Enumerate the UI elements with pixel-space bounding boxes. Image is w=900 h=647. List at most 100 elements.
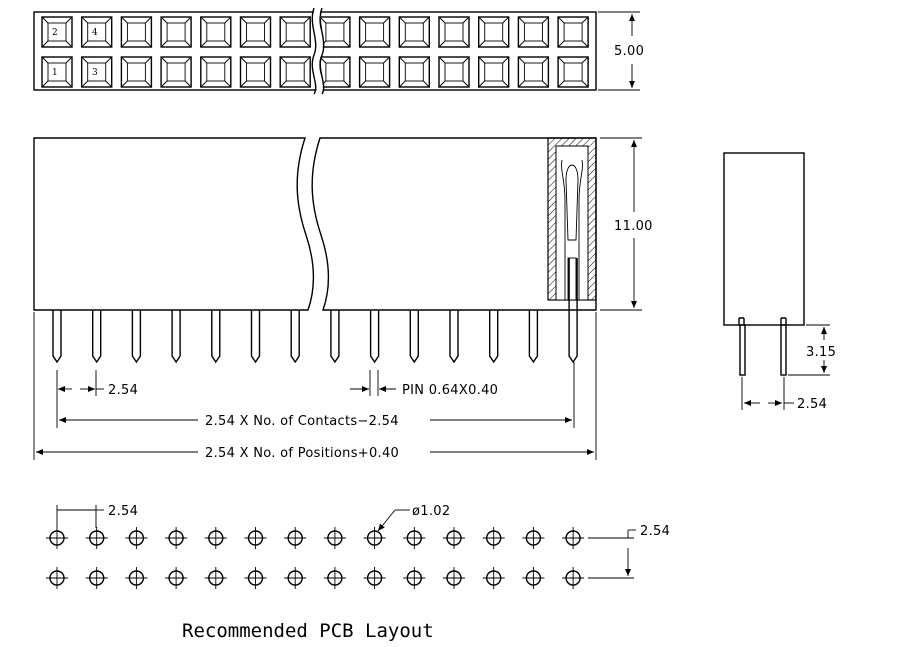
socket-cell-bevel <box>240 56 271 88</box>
socket-cell-inner <box>444 62 464 82</box>
socket-cell-outer <box>120 16 153 48</box>
socket-cell <box>279 16 311 48</box>
pcb-hole <box>46 567 68 589</box>
pcb-hole <box>363 527 386 549</box>
contact-pin <box>92 310 102 364</box>
socket-cell-outer <box>160 16 192 48</box>
contact-section <box>547 137 597 301</box>
socket-cell <box>80 56 113 88</box>
pcb-hole <box>85 527 108 549</box>
contact-pin <box>290 310 300 364</box>
socket-cell <box>41 16 73 48</box>
pcb-hole <box>403 527 426 549</box>
socket-cell-inner <box>365 62 385 82</box>
contact-pin <box>171 310 181 364</box>
pitch-dimension-label: 2.54 <box>108 383 138 398</box>
contact-pin <box>250 310 261 364</box>
contact-pin <box>131 310 142 364</box>
socket-cell-inner <box>404 22 424 42</box>
pcb-hole <box>482 567 505 589</box>
break-line <box>311 7 317 95</box>
contact-pin <box>449 310 459 364</box>
pcb-hole <box>562 527 585 549</box>
socket-cell-outer <box>478 56 510 88</box>
socket-cell-inner <box>206 62 226 82</box>
pcb-hole <box>244 567 267 589</box>
pcb-hole <box>443 527 465 549</box>
socket-cell <box>358 16 391 48</box>
socket-cell-inner <box>166 22 186 42</box>
socket-cell-outer <box>41 16 73 48</box>
socket-cell <box>478 16 510 48</box>
contact-spring <box>561 159 583 300</box>
socket-cell-outer <box>358 56 391 88</box>
socket-cell-outer <box>200 16 232 48</box>
pcb-holes <box>46 527 585 589</box>
socket-cell-outer <box>517 16 550 48</box>
contacts-dimension-label: 2.54 X No. of Contacts−2.54 <box>205 414 399 429</box>
socket-cell-inner <box>285 22 305 42</box>
pin-number-label: 2 <box>52 28 58 38</box>
socket-cell-outer <box>80 16 113 48</box>
pcb-hole <box>125 527 148 549</box>
socket-cell-outer <box>517 56 550 88</box>
socket-cell <box>438 56 470 88</box>
break-line <box>319 7 325 95</box>
socket-cell-inner <box>404 62 424 82</box>
socket-cell-inner <box>246 22 265 42</box>
socket-cell <box>239 16 272 48</box>
height-dimension-label: 5.00 <box>614 44 644 59</box>
socket-cell-inner <box>126 22 146 42</box>
socket-cell-bevel <box>518 16 549 48</box>
socket-cell-inner <box>206 22 226 42</box>
pcb-hole <box>165 567 188 589</box>
contact-pin <box>211 310 221 364</box>
contact-pin <box>528 310 539 364</box>
socket-cell-outer <box>120 56 153 88</box>
socket-cell-outer <box>358 16 391 48</box>
socket-cell-bevel <box>240 16 271 48</box>
socket-cell-inner <box>563 62 583 82</box>
socket-cell-inner <box>325 22 345 42</box>
socket-cell-outer <box>239 16 272 48</box>
socket-cell-outer <box>478 16 510 48</box>
pcb-hole <box>323 527 346 549</box>
socket-cell-bevel <box>121 56 152 88</box>
break-gap <box>313 7 323 96</box>
socket-cell-outer <box>557 56 589 88</box>
socket-cell-inner <box>365 22 385 42</box>
socket-cell-bevel <box>557 16 589 48</box>
front-view: 11.00 2.54 PIN 0.64X0.40 2.54 X No. of C… <box>33 137 653 461</box>
socket-cell-bevel <box>81 56 113 88</box>
socket-cell-inner <box>246 62 265 82</box>
contact-pin <box>330 310 340 364</box>
pcb-hole <box>323 567 346 589</box>
socket-cell-bevel <box>319 16 351 48</box>
contact-pin <box>409 310 419 364</box>
socket-cell-inner <box>563 22 583 42</box>
socket-cell <box>478 56 510 88</box>
pcb-layout-caption: Recommended PCB Layout <box>182 620 434 642</box>
socket-cell-outer <box>279 56 311 88</box>
top-view-cells <box>41 16 589 88</box>
dimension-arrow <box>377 509 396 532</box>
contact-blade <box>565 164 579 241</box>
socket-cell <box>200 16 232 48</box>
pin-number-label: 3 <box>92 68 98 78</box>
socket-cell-outer <box>557 16 589 48</box>
side-view-body <box>723 152 805 326</box>
pcb-hole <box>284 527 307 549</box>
height-dimension-label: 11.00 <box>614 219 653 234</box>
pcb-hole <box>562 567 585 589</box>
socket-cell-bevel <box>160 56 192 88</box>
socket-cell-bevel <box>359 56 390 88</box>
socket-cell-inner <box>47 62 67 82</box>
socket-cell <box>279 56 311 88</box>
row-pitch-label: 2.54 <box>640 524 670 539</box>
contact-tail-upper <box>567 257 577 301</box>
pcb-hole <box>46 527 68 549</box>
pitch-dimension-label: 2.54 <box>797 397 827 412</box>
pcb-hole <box>443 567 465 589</box>
side-view-pin <box>739 324 746 376</box>
